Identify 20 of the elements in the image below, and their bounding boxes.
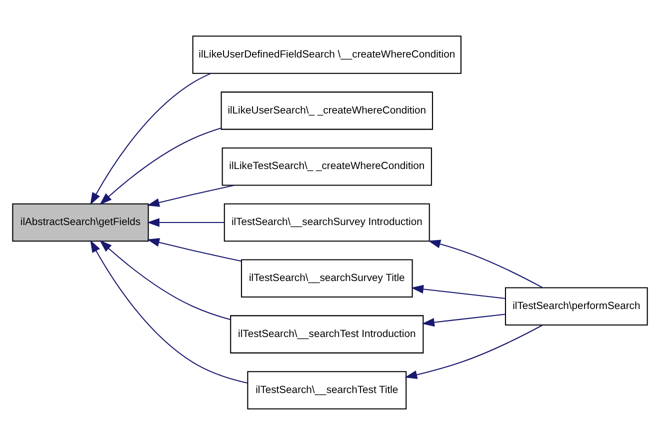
node-box: ilLikeTestSearch\_ _createWhereCondition <box>222 146 432 186</box>
node-box: ilAbstractSearch\getFields <box>12 202 149 242</box>
node-box: ilTestSearch\__searchTest Introduction <box>230 314 424 353</box>
node-box: ilTestSearch\__searchSurvey Introduction <box>224 202 430 242</box>
arrow <box>404 324 543 378</box>
arrow <box>147 184 235 206</box>
node-box: ilLikeUserSearch\_ _createWhereCondition <box>220 91 434 130</box>
node-box: ilLikeUserDefinedFieldSearch \__createWhereCondition <box>192 35 462 74</box>
arrow <box>90 72 211 205</box>
arrow <box>411 284 506 298</box>
arrow <box>428 239 543 288</box>
arrow <box>90 239 248 384</box>
arrow <box>422 313 506 326</box>
node-box: ilTestSearch\__searchSurvey Title <box>240 258 413 298</box>
arrow <box>147 238 242 262</box>
node-box: ilTestSearch\__searchTest Title <box>247 370 407 409</box>
node-box: ilTestSearch\performSearch <box>504 286 648 326</box>
arrow <box>100 240 231 320</box>
arrow <box>147 218 224 226</box>
arrow <box>100 127 222 204</box>
